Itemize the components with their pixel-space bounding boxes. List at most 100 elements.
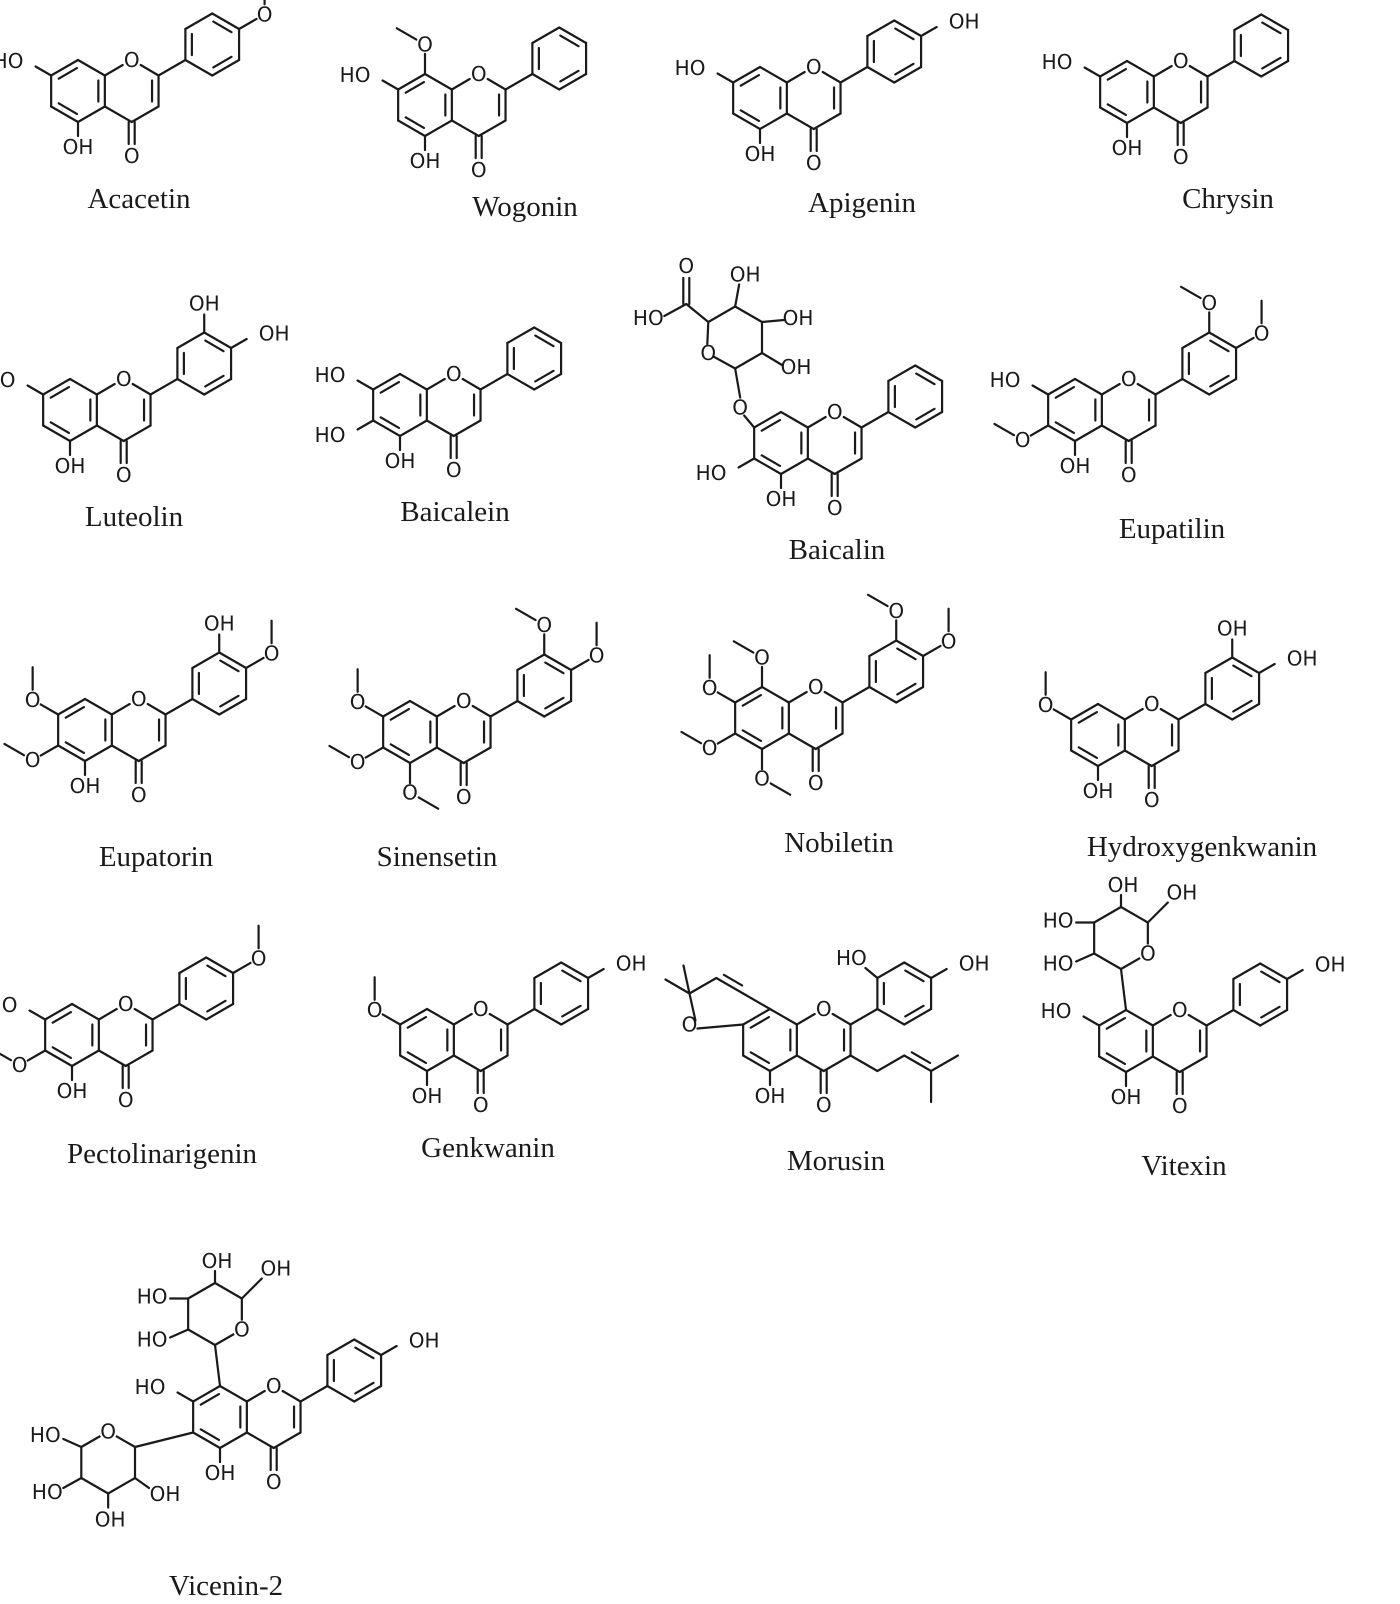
compound-name-sinensetin: Sinensetin (377, 841, 498, 873)
c-glucosyl-c-bond (1119, 967, 1128, 1012)
ring-a-bond-inner (1105, 1052, 1127, 1065)
ring-oxygen: O (1173, 49, 1189, 73)
ring-b-bond-inner (534, 334, 555, 348)
ring-b-bond (1204, 656, 1234, 675)
a-7-hydroxyl: HO (0, 993, 17, 1017)
ring-oxygen: O (456, 689, 472, 713)
ring-a-bond-inner (64, 706, 86, 719)
ring-a-bond (1096, 702, 1126, 721)
ring-c-bond (110, 702, 131, 716)
ring-a-bond (397, 119, 427, 138)
ring-a-bond-inner (1054, 421, 1076, 434)
a-6-methoxy-methyl (680, 730, 703, 745)
ring-b-bond (903, 1007, 933, 1026)
a-7-hydroxyl: HO (1041, 999, 1072, 1023)
ring-c-bond (1100, 424, 1130, 443)
ring-b-link (299, 1384, 329, 1403)
carbonyl-oxygen: O (266, 1470, 282, 1494)
ring-b-bond (1233, 59, 1263, 78)
a-7-hydroxyl-bond (26, 384, 45, 396)
b-3p-hydroxyl: OH (189, 292, 220, 316)
ring-a-bond (50, 58, 80, 77)
c-glucosyl-oh-bond (169, 1328, 190, 1339)
ring-a-bond (760, 685, 790, 704)
ring-a-bond-inner (1077, 746, 1099, 759)
ring-a-bond-inner (739, 74, 761, 87)
ring-c-bond (1123, 707, 1144, 721)
ring-a-bond (1099, 59, 1129, 78)
compound-name-vicenin2: Vicenin-2 (169, 1570, 283, 1602)
a-6-hydroxyl: HO (696, 461, 727, 485)
a-7-methoxy: O (702, 676, 718, 700)
a-7-hydroxyl-bond (381, 79, 400, 91)
gem-methyl-2 (682, 964, 691, 995)
ring-a-bond (218, 1384, 248, 1403)
ring-b-bond (506, 372, 536, 391)
ring-b-bond (184, 58, 214, 77)
ring-a-bond (83, 744, 113, 763)
ring-b-bond (895, 639, 925, 658)
ring-a-bond (83, 697, 113, 716)
ring-a-bond-inner (49, 386, 71, 399)
ring-b-bond-inner (559, 69, 580, 83)
c-glucosyl-6-oh-bond (62, 1476, 83, 1490)
ring-b-bond (887, 410, 917, 429)
pyran-bond (688, 976, 718, 995)
ring-a-bond (192, 1431, 222, 1450)
ring-b-bond-inner (544, 661, 565, 675)
b-4p-methoxy: O (257, 2, 273, 26)
b-3p-methoxy-methyl (514, 607, 537, 622)
ring-c-bond (450, 77, 471, 91)
sugar-hydroxyl-lower: OH (781, 355, 812, 379)
compound-name-baicalein: Baicalein (400, 496, 510, 528)
carbonyl-oxygen: O (456, 785, 472, 809)
structure-pectolinarigenin: OOOHOOOHPectolinarigenin (0, 924, 266, 1170)
ring-c-bond (425, 377, 446, 391)
ring-b-link (860, 410, 890, 429)
ring-a-bond (42, 424, 72, 443)
ring-a-bond-inner (51, 1011, 73, 1024)
a-6-hydroxyl: HO (315, 423, 346, 447)
ring-c-bond (137, 744, 167, 763)
ring-b-bond (1259, 962, 1289, 981)
b-4p-methoxy-bond (1234, 336, 1255, 350)
ring-c-bond (1151, 1055, 1181, 1074)
compound-name-nobiletin: Nobiletin (784, 827, 894, 859)
ring-a-bond (758, 65, 788, 84)
a-8-methoxy: O (417, 33, 433, 57)
ring-b-bond-inner (1260, 1005, 1281, 1019)
ring-b-bond-inner (896, 682, 917, 696)
ring-a-bond (70, 1002, 100, 1021)
ring-b-bond (176, 377, 206, 396)
ring-a-bond (779, 410, 809, 429)
a-7-hydroxyl-bond (716, 72, 735, 84)
ring-b-bond (184, 12, 214, 31)
ring-a-bond-inner (1106, 68, 1128, 81)
ring-a-bond (423, 119, 453, 138)
sugar-ring-bond (734, 351, 764, 370)
ring-b-bond-inner (1232, 664, 1253, 678)
ring-c-bond (435, 746, 465, 765)
c-glucosyl-c-bond (213, 1343, 222, 1388)
ring-c-bond (272, 1431, 302, 1450)
compound-name-morusin: Morusin (787, 1145, 886, 1177)
ring-a-bond-inner (199, 1393, 221, 1406)
ring-b-bond-inner (534, 369, 555, 383)
ring-a-bond-inner (760, 419, 782, 432)
ring-b-bond (326, 1338, 356, 1357)
ring-a-bond-inner (57, 67, 79, 80)
a-7-hydroxyl: HO (315, 363, 346, 387)
a-6-hydroxyl-bond (356, 419, 375, 431)
ring-c-bond (479, 1054, 509, 1073)
a-5-hydroxyl: OH (766, 487, 797, 511)
a-7-methoxy-bond (364, 705, 385, 718)
ring-a-bond (768, 1054, 798, 1073)
ring-b-bond-inner (561, 1004, 582, 1018)
a-5-hydroxyl: OH (1060, 454, 1091, 478)
ring-a-bond (399, 1007, 429, 1026)
